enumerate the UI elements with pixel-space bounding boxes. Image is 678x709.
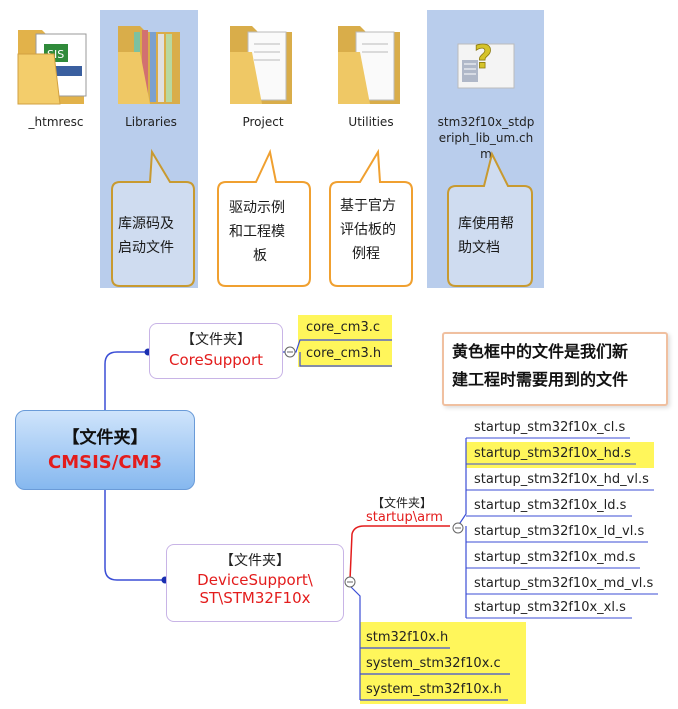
startup-tag: 【文件夹】 (372, 496, 433, 510)
connector-device-startup (349, 525, 450, 581)
startup-file-ld[interactable]: startup_stm32f10x_ld.s (474, 498, 627, 513)
callout-3-line-1: 基于官方 (340, 198, 396, 214)
connector-startup-files (457, 438, 467, 618)
device-file-h[interactable]: stm32f10x.h (366, 630, 449, 645)
note-line-2: 建工程时需要用到的文件 (452, 370, 629, 389)
callout-bubble-3 (329, 148, 413, 287)
device-support-name-line1: DeviceSupport\ (197, 571, 313, 589)
startup-file-md-vl[interactable]: startup_stm32f10x_md_vl.s (474, 576, 654, 591)
startup-file-hd-vl[interactable]: startup_stm32f10x_hd_vl.s (474, 472, 649, 487)
core-support-name: CoreSupport (168, 351, 263, 369)
callout-4-line-1: 库使用帮 (458, 216, 514, 232)
device-file-system-c[interactable]: system_stm32f10x.c (366, 656, 501, 671)
callout-2-line-1: 驱动示例 (229, 200, 285, 216)
folder-icon: SIS (17, 30, 87, 105)
mindmap-connectors (104, 339, 658, 701)
device-support-tag: 【文件夹】 (220, 553, 290, 569)
device-support-node[interactable]: 【文件夹】 DeviceSupport\ ST\STM32F10x (166, 544, 344, 622)
file-name-utilities: Utilities (348, 115, 394, 129)
callout-bubble-4 (447, 151, 533, 287)
root-node[interactable]: 【文件夹】 CMSIS/CM3 (15, 410, 195, 490)
root-name: CMSIS/CM3 (48, 452, 162, 473)
startup-file-cl[interactable]: startup_stm32f10x_cl.s (474, 420, 626, 435)
highlight-device-files (360, 622, 526, 704)
startup-file-hd[interactable]: startup_stm32f10x_hd.s (474, 446, 632, 461)
file-explorer-panel: SIS _htmresc Libraries Project (0, 0, 678, 300)
startup-file-ld-vl[interactable]: startup_stm32f10x_ld_vl.s (474, 524, 645, 539)
callout-2-line-3: 板 (253, 248, 267, 264)
callout-3-line-3: 例程 (352, 246, 380, 262)
folder-icon (230, 26, 292, 104)
highlight-core-files (298, 315, 392, 367)
file-name-chm-line2: eriph_lib_um.ch (438, 131, 534, 145)
connector-root-core (104, 351, 148, 410)
folder-htmresc[interactable]: SIS _htmresc (14, 14, 96, 129)
callout-shapes (111, 148, 533, 287)
callout-text-utilities: 基于官方 评估板的 例程 (340, 194, 414, 266)
file-name-libraries: Libraries (125, 115, 177, 129)
note-box: 黄色框中的文件是我们新 建工程时需要用到的文件 (442, 332, 668, 406)
callout-1-line-1: 库源码及 (118, 216, 174, 232)
svg-text:?: ? (474, 38, 493, 76)
callout-text-chm: 库使用帮 助文档 (458, 212, 532, 260)
folder-libraries[interactable]: Libraries (110, 14, 192, 129)
core-file-h[interactable]: core_cm3.h (306, 346, 382, 361)
callout-bubble-1 (111, 148, 195, 287)
folder-project[interactable]: Project (222, 14, 304, 129)
startup-name[interactable]: startup\arm (366, 510, 443, 525)
callout-text-project: 驱动示例 和工程模 板 (229, 196, 303, 268)
callout-3-line-2: 评估板的 (340, 222, 396, 238)
core-support-tag: 【文件夹】 (181, 332, 251, 348)
root-tag: 【文件夹】 (62, 428, 148, 448)
connector-root-device (104, 488, 165, 581)
startup-file-xl[interactable]: startup_stm32f10x_xl.s (474, 600, 626, 615)
file-name-chm-line1: stm32f10x_stdp (437, 115, 535, 129)
chm-help-file[interactable]: ? stm32f10x_stdp eriph_lib_um.ch m (432, 14, 540, 164)
file-name-project: Project (242, 115, 284, 129)
callout-bubble-2 (217, 148, 311, 287)
callout-1-line-2: 启动文件 (118, 240, 174, 256)
folder-icon (118, 26, 180, 104)
folder-icon (338, 26, 400, 104)
folder-utilities[interactable]: Utilities (330, 14, 412, 129)
device-support-name-line2: ST\STM32F10x (199, 589, 311, 607)
file-name-htmresc: _htmresc (28, 115, 84, 129)
device-file-system-h[interactable]: system_stm32f10x.h (366, 682, 502, 697)
cmsis-mindmap: 【文件夹】 CMSIS/CM3 【文件夹】 CoreSupport core_c… (0, 304, 678, 709)
callout-4-line-2: 助文档 (458, 240, 500, 256)
core-file-c[interactable]: core_cm3.c (306, 320, 381, 335)
note-line-1: 黄色框中的文件是我们新 (452, 342, 629, 361)
startup-file-md[interactable]: startup_stm32f10x_md.s (474, 550, 636, 565)
callout-text-libraries: 库源码及 启动文件 (118, 212, 192, 260)
core-support-node[interactable]: 【文件夹】 CoreSupport (149, 323, 283, 379)
help-file-icon: ? (457, 38, 515, 89)
connector-device-files (349, 585, 361, 700)
callout-2-line-2: 和工程模 (229, 224, 285, 240)
file-name-chm-line3: m (480, 147, 492, 161)
